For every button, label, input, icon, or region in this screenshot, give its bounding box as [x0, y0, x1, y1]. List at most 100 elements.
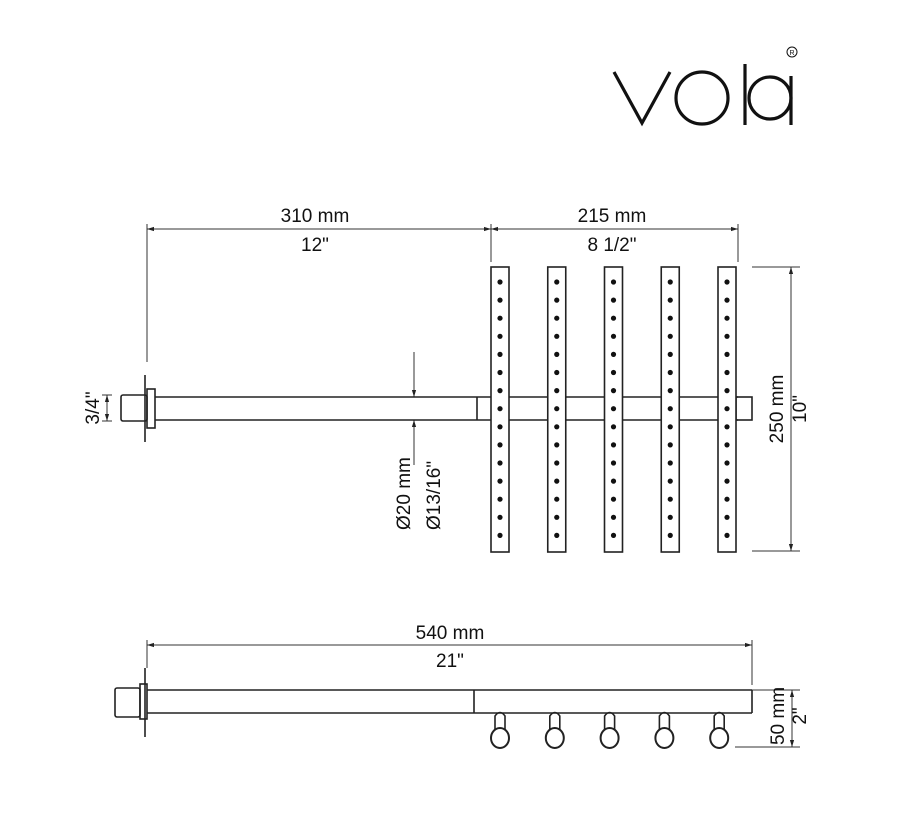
- nozzle-hole: [724, 424, 730, 430]
- nozzle-hole: [554, 406, 560, 412]
- nozzle-bar: [603, 266, 624, 553]
- nozzle-hole: [667, 369, 673, 376]
- head-width-mm: 215 mm: [578, 206, 647, 227]
- nozzle-hole: [497, 315, 503, 321]
- nozzle-hole: [724, 514, 730, 520]
- nozzle-hole: [610, 297, 617, 303]
- top-dimensions: 310 mm 12" 215 mm 8 1/2" 250 mm 10" 3/4"…: [83, 206, 811, 552]
- nozzle-hole: [667, 496, 673, 502]
- nozzle-hole: [610, 442, 617, 448]
- nozzle-hole: [497, 442, 503, 448]
- nozzle-hole: [497, 496, 503, 502]
- arm-length-mm: 310 mm: [281, 206, 350, 227]
- pipe-diameter-mm: Ø20 mm: [394, 457, 415, 530]
- connection-size: 3/4": [83, 391, 104, 424]
- nozzle-hole: [610, 496, 617, 502]
- nozzle-hole: [724, 279, 730, 285]
- nozzle-hole: [554, 369, 560, 376]
- nozzle-hole: [497, 351, 503, 357]
- nozzle-hole: [610, 351, 617, 357]
- nozzle-bar: [546, 266, 567, 553]
- nozzle-hole: [724, 532, 730, 539]
- nozzle-hole: [554, 532, 560, 539]
- nozzle-hole: [724, 496, 730, 502]
- head-height-inch: 10": [790, 395, 811, 423]
- nozzle-bars: [490, 266, 737, 553]
- nozzle-hole: [554, 514, 560, 520]
- nozzle-hole: [724, 369, 730, 376]
- nozzle-hole: [724, 388, 730, 394]
- nozzle-bar: [490, 266, 510, 553]
- nozzle-hole: [610, 315, 617, 321]
- nozzle-hole: [724, 478, 730, 484]
- nozzle-bar: [717, 266, 737, 553]
- svg-text:R: R: [790, 50, 795, 57]
- nozzle-hole: [667, 388, 673, 394]
- nozzle-hole: [554, 351, 560, 357]
- nozzle-hole: [497, 514, 503, 520]
- nozzle-hole: [554, 496, 560, 502]
- nozzle-hole: [667, 460, 673, 466]
- nozzle-hole: [667, 351, 673, 357]
- nozzle-hole: [667, 478, 673, 484]
- nozzle-hole: [497, 297, 503, 303]
- nozzle: [654, 711, 675, 749]
- side-dimensions: 540 mm 21" 50 mm 2": [146, 623, 811, 748]
- nozzle-hole: [667, 406, 673, 412]
- nozzle-hole: [667, 424, 673, 430]
- top-view-arm: [120, 375, 753, 442]
- nozzle-hole: [497, 532, 503, 539]
- pipe-diameter-inch: Ø13/16": [424, 461, 445, 530]
- total-length-mm: 540 mm: [416, 623, 485, 644]
- nozzle-hole: [667, 514, 673, 520]
- nozzle-hole: [724, 333, 730, 339]
- nozzle-hole: [554, 478, 560, 484]
- nozzle-hole: [610, 478, 617, 484]
- nozzle-hole: [610, 460, 617, 466]
- nozzle-hole: [497, 369, 503, 376]
- nozzle-hole: [554, 388, 560, 394]
- depth-inch: 2": [790, 707, 811, 724]
- nozzle-hole: [554, 424, 560, 430]
- nozzle-hole: [610, 532, 617, 539]
- nozzle-hole: [724, 297, 730, 303]
- nozzle: [544, 711, 565, 749]
- nozzle-hole: [497, 388, 503, 394]
- nozzle-hole: [667, 297, 673, 303]
- nozzle-hole: [610, 333, 617, 339]
- nozzle-hole: [667, 315, 673, 321]
- vola-logo: R: [612, 46, 798, 127]
- nozzle-hole: [610, 369, 617, 376]
- side-nozzles: [490, 711, 730, 749]
- nozzle-hole: [554, 297, 560, 303]
- nozzle-hole: [610, 406, 617, 412]
- nozzle-hole: [554, 460, 560, 466]
- nozzle-hole: [554, 442, 560, 448]
- nozzle-hole: [667, 442, 673, 448]
- arm-length-inch: 12": [301, 235, 329, 256]
- head-height-mm: 250 mm: [767, 375, 788, 444]
- nozzle-hole: [724, 351, 730, 357]
- nozzle-hole: [610, 388, 617, 394]
- nozzle: [599, 711, 620, 749]
- nozzle-hole: [724, 315, 730, 321]
- nozzle-hole: [667, 279, 673, 285]
- nozzle-hole: [497, 406, 503, 412]
- nozzle-hole: [724, 460, 730, 466]
- nozzle-hole: [497, 333, 503, 339]
- head-width-inch: 8 1/2": [587, 235, 636, 256]
- nozzle-hole: [497, 424, 503, 430]
- nozzle: [709, 711, 730, 749]
- nozzle-hole: [610, 279, 617, 285]
- nozzle-hole: [497, 279, 503, 285]
- nozzle-hole: [667, 333, 673, 339]
- nozzle-hole: [724, 406, 730, 412]
- depth-mm: 50 mm: [768, 687, 789, 745]
- nozzle-hole: [554, 333, 560, 339]
- nozzle: [490, 711, 510, 749]
- nozzle-hole: [497, 460, 503, 466]
- total-length-inch: 21": [436, 651, 464, 672]
- side-view-arm: [114, 668, 753, 737]
